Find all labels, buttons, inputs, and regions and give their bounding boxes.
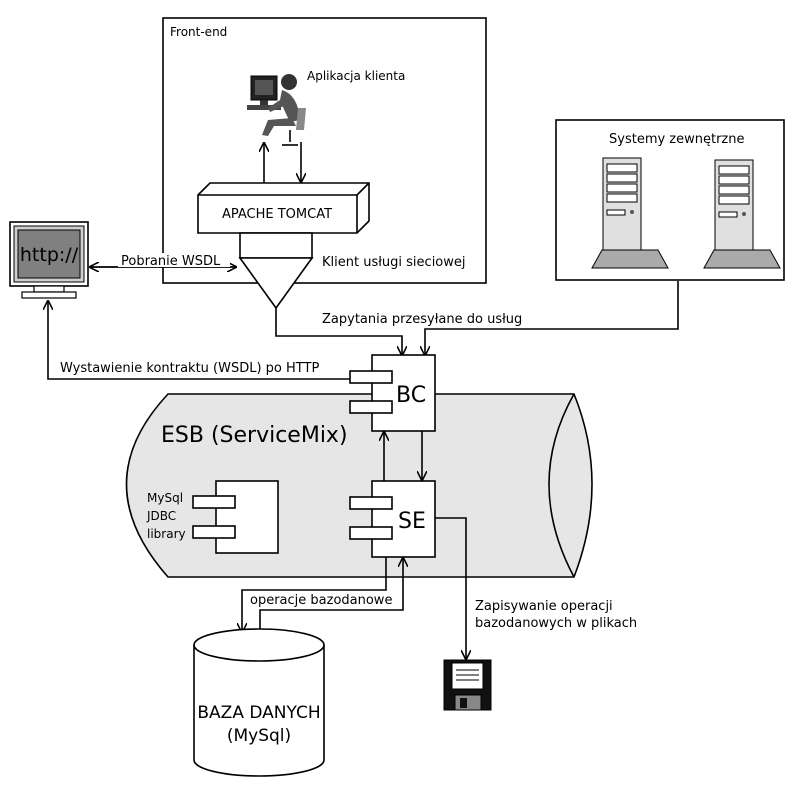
contract-label: Wystawienie kontraktu (WSDL) po HTTP [60,361,319,376]
bc-label: BC [396,383,426,408]
esb-label: ESB (ServiceMix) [161,423,348,448]
library-label-line2: JDBC [146,509,176,523]
frontend-title: Front-end [170,25,227,39]
db-to-se-arrow [259,558,403,632]
browser-monitor-icon: http:// [9,221,89,299]
client-app-label: Aplikacja klienta [307,69,405,83]
se-label: SE [398,509,426,534]
requests-label: Zapytania przesyłane do usług [322,312,522,327]
wsdl-fetch-label: Pobranie WSDL [121,254,221,269]
browser-screen-text: http:// [20,244,79,266]
server-icon [591,157,669,269]
database-label-line2: (MySql) [227,726,291,746]
server-icon [703,159,781,269]
frontend-box: Front-end Aplikacja klienta [162,17,487,284]
floppy-disk-icon [443,659,492,711]
library-label-line3: library [147,527,186,541]
external-systems-box: Systemy zewnętrzne [555,119,785,281]
file-log-label-line1: Zapisywanie operacji [475,599,613,614]
requests-from-frontend-arrow [275,308,402,355]
library-label-line1: MySql [147,491,183,505]
tomcat-box: APACHE TOMCAT [197,182,370,234]
tomcat-label: APACHE TOMCAT [222,207,332,222]
se-component: SE [349,480,436,558]
requests-from-external-arrow [425,281,679,355]
esb-bus: ESB (ServiceMix) [125,393,593,578]
contract-arrow [48,301,350,380]
ws-client-funnel: Klient usługi sieciowej [238,232,466,310]
ws-client-label: Klient usługi sieciowej [322,255,466,270]
se-to-db-arrow [242,557,387,632]
file-log-arrow [435,517,466,659]
bc-component: BC [349,354,436,432]
file-log-label-line2: bazodanowych w plikach [475,616,637,631]
external-systems-title: Systemy zewnętrzne [609,132,745,147]
client-user-icon [247,74,306,146]
jdbc-library-component: MySql JDBC library [146,480,279,554]
database-label-line1: BAZA DANYCH [197,703,320,723]
db-ops-label: operacje bazodanowe [250,593,392,608]
database-cylinder: BAZA DANYCH (MySql) [193,628,325,777]
